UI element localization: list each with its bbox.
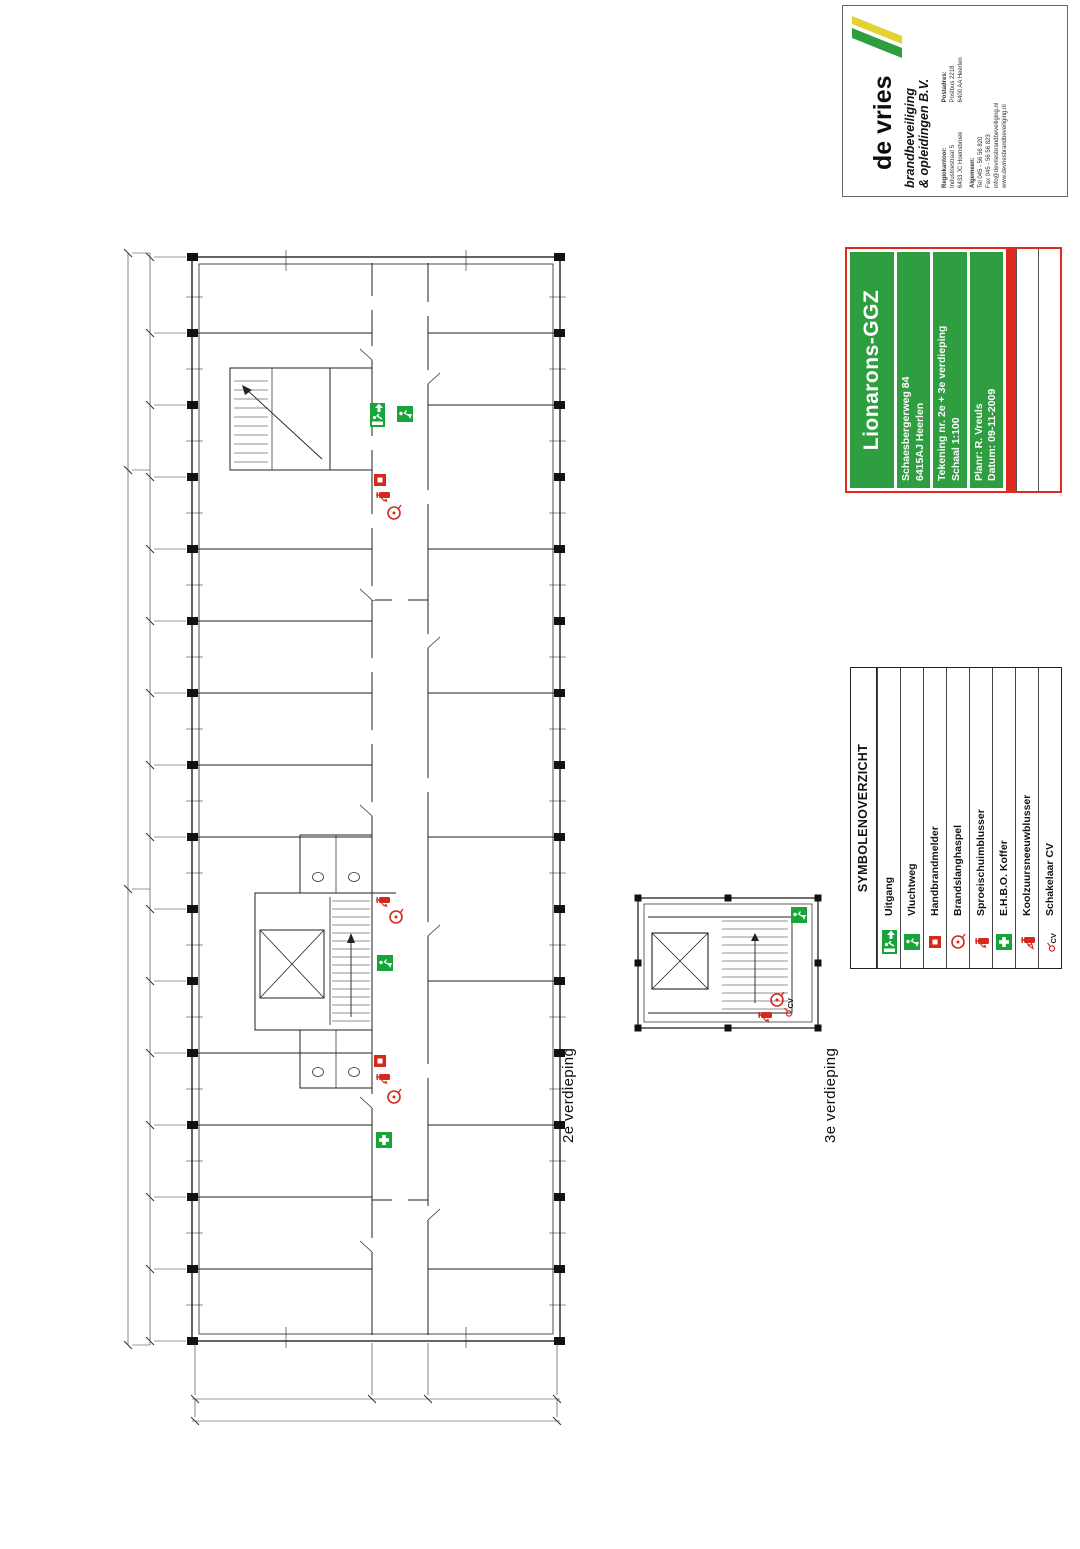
stair-direction-arrow — [347, 933, 355, 943]
foam-extinguisher-icon — [375, 1073, 391, 1086]
legend-label: Uitgang — [883, 876, 895, 916]
first-aid-kit-icon — [376, 1132, 392, 1148]
fire-hose-reel-icon — [951, 933, 966, 949]
tagline-line1: brandbeveiliging — [903, 87, 917, 188]
legend-row-koolzuursneeuwblusser: Koolzuursneeuwblusser — [1015, 668, 1038, 968]
address-col-algemeen: Algemeen: Tel 045 - 56 56 820 Fax 045 - … — [969, 12, 1009, 188]
project-address: Schaesbergerweg 84 6415AJ Heerlen — [897, 252, 931, 488]
address-line: Industriestraat 5 — [950, 144, 956, 188]
legend-row-sproeischuimblusser: Sproeischuimblusser — [969, 668, 992, 968]
de-vries-logo-icon — [852, 16, 902, 58]
drawing-info: Tekening nr. 2e + 3e verdieping Schaal 1… — [933, 252, 967, 488]
foam-extinguisher-icon — [375, 896, 391, 909]
fire-hose-reel-icon — [387, 504, 402, 520]
legend-label: Koolzuursneeuwblusser — [1021, 794, 1033, 916]
elevator-shaft — [259, 929, 325, 999]
address-header: Regiokantoor: — [942, 147, 948, 188]
legend-header: SYMBOLENOVERZICHT — [851, 668, 877, 968]
fire-hose-reel-icon — [770, 991, 785, 1007]
drawing-date: Datum: 09-11-2009 — [986, 388, 999, 481]
address-line2: 6415AJ Heerlen — [913, 402, 926, 481]
empty-field — [1015, 249, 1038, 491]
email-line: info@devriesbrandbeveiliging.nl — [994, 102, 1000, 188]
toilet-fixture — [348, 872, 360, 882]
website-line: www.devriesbrandbeveiliging.nl — [1002, 104, 1008, 188]
company-logo-block: de vries brandbeveiliging & opleidingen … — [842, 5, 1068, 197]
foam-extinguisher-icon — [974, 937, 990, 950]
legend-label: Vluchtweg — [906, 863, 918, 916]
toilet-fixture — [312, 872, 324, 882]
address-col-regiokantoor: Regiokantoor: Industriestraat 5 6433 JC … — [941, 104, 965, 188]
foam-extinguisher-icon — [375, 491, 391, 504]
fax-line: Fax 045 - 56 56 823 — [986, 134, 992, 188]
address-header: Algemeen: — [970, 157, 976, 188]
address-line: 6400 AA Heerlen — [958, 57, 964, 103]
toilet-fixture — [348, 1067, 360, 1077]
legend-row-vluchtweg: Vluchtweg — [900, 668, 923, 968]
stair-direction-arrow — [242, 385, 252, 395]
drawing-scale: Schaal 1:100 — [949, 417, 962, 481]
red-accent-bar — [1005, 249, 1016, 491]
legend-row-uitgang: Uitgang — [877, 668, 900, 968]
exit-icon — [880, 929, 898, 955]
address-col-postadres: Postadres: Postbus 2218 6400 AA Heerlen — [941, 18, 965, 102]
escape-route-icon — [396, 405, 414, 423]
company-tagline: brandbeveiliging & opleidingen B.V. — [903, 79, 932, 188]
safety-icons-2e — [369, 402, 414, 1148]
floor-plan-2e — [191, 256, 561, 1342]
window-ticks — [186, 250, 566, 1348]
title-block: Lionarons-GGZ Schaesbergerweg 84 6415AJ … — [845, 247, 1062, 493]
legend-row-brandslanghaspel: Brandslanghaspel — [946, 668, 969, 968]
legend-row-handbrandmelder: Handbrandmelder — [923, 668, 946, 968]
legend-label: Handbrandmelder — [929, 826, 941, 916]
safety-icons-3e — [757, 906, 808, 1024]
address-line: Postbus 2218 — [950, 65, 956, 103]
dimension-lines — [123, 248, 562, 1426]
author-info: Planr: R. Vreuls Datum: 09-11-2009 — [969, 252, 1003, 488]
escape-route-icon — [903, 933, 921, 951]
door-leaves — [359, 348, 441, 1253]
first-aid-kit-icon — [996, 934, 1012, 950]
address-header: Postadres: — [942, 71, 948, 103]
symbol-legend: SYMBOLENOVERZICHT Uitgang Vluchtweg Hand… — [850, 667, 1062, 969]
toilet-fixture — [312, 1067, 324, 1077]
elevator-shaft — [651, 932, 709, 990]
floor-label-3e: 3e verdieping — [822, 1047, 839, 1143]
author-name: Planr: R. Vreuls — [972, 403, 985, 481]
address-line1: Schaesbergerweg 84 — [900, 376, 912, 481]
legend-row-schakelaar-cv: Schakelaar CV — [1038, 668, 1061, 968]
company-address-block: Regiokantoor: Industriestraat 5 6433 JC … — [941, 12, 1009, 188]
exit-sign-icon — [369, 402, 386, 428]
tagline-line2: & opleidingen B.V. — [917, 78, 932, 188]
escape-route-icon — [790, 906, 808, 924]
escape-route-icon — [376, 954, 394, 972]
legend-label: E.H.B.O. Koffer — [998, 840, 1010, 916]
project-name: Lionarons-GGZ — [850, 252, 894, 488]
door-openings — [369, 296, 431, 1252]
manual-call-point-icon — [374, 1055, 386, 1067]
legend-row-ehbo: E.H.B.O. Koffer — [992, 668, 1015, 968]
floor-label-2e: 2e verdieping — [560, 1047, 577, 1143]
legend-label: Schakelaar CV — [1044, 843, 1056, 916]
manual-call-point-icon — [374, 474, 386, 486]
fire-hose-reel-icon — [389, 908, 404, 924]
foam-extinguisher-icon — [757, 1011, 773, 1024]
phone-line: Tel 045 - 56 56 820 — [978, 136, 984, 188]
central-core — [254, 834, 373, 1089]
fire-hose-reel-icon — [387, 1088, 402, 1104]
legend-label: Sproeischuimblusser — [975, 809, 987, 916]
address-line: 6433 JC Hoensbroek — [958, 131, 964, 188]
legend-label: Brandslanghaspel — [952, 824, 964, 916]
empty-field — [1037, 249, 1060, 491]
manual-call-point-icon — [929, 936, 941, 948]
company-name: de vries — [869, 75, 897, 170]
stair-direction-arrow — [751, 933, 759, 941]
cv-switch-icon — [1046, 932, 1058, 952]
drawing-number: Tekening nr. 2e + 3e verdieping — [936, 325, 949, 481]
co2-extinguisher-icon — [1020, 936, 1036, 950]
right-stairwell — [229, 367, 372, 471]
